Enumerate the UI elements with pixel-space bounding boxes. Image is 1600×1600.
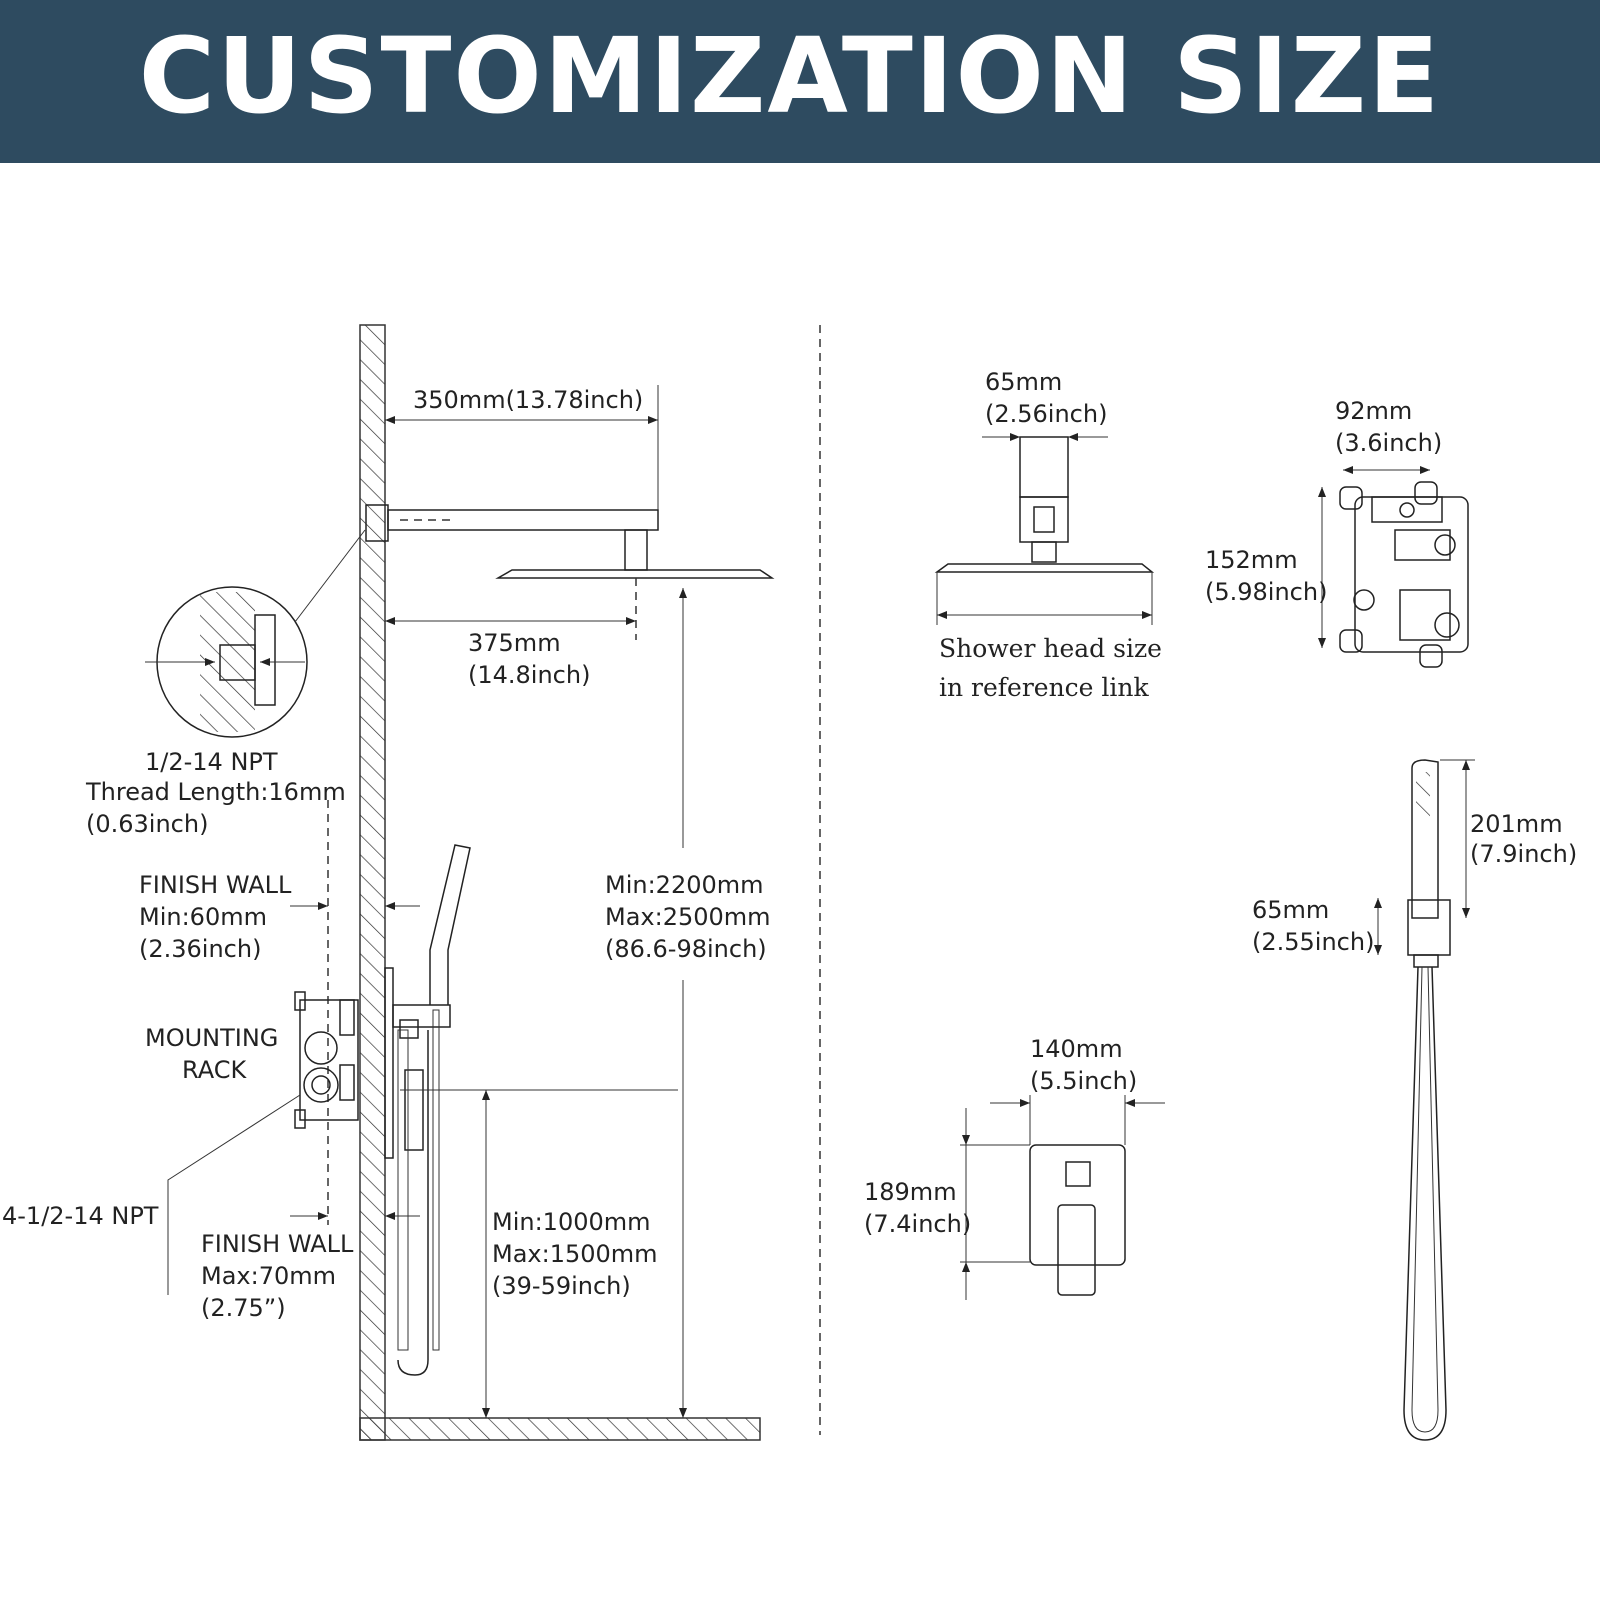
head-neck-mm: 65mm	[985, 368, 1062, 396]
head-neck-inch: (2.56inch)	[985, 400, 1107, 428]
bracket-height-inch: (2.55inch)	[1252, 928, 1374, 956]
shower-arm	[365, 385, 659, 542]
shower-head-detail	[934, 433, 1155, 625]
finish-wall-max-inch: (2.75”)	[201, 1294, 286, 1322]
trim-plate-detail	[960, 1095, 1165, 1300]
trim-width-inch: (5.5inch)	[1030, 1067, 1137, 1095]
valve-width-inch: (3.6inch)	[1335, 429, 1442, 457]
rain-shower-head	[495, 529, 775, 640]
finish-wall-max-mm: Max:70mm	[201, 1262, 336, 1290]
inlet-spec: 4-1/2-14 NPT	[2, 1202, 159, 1230]
trim-width-mm: 140mm	[1030, 1035, 1123, 1063]
floor	[359, 1417, 761, 1441]
trim-height-inch: (7.4inch)	[864, 1210, 971, 1238]
handheld-shower-detail	[1403, 759, 1451, 1441]
valve-height-inch: (39-59inch)	[492, 1272, 631, 1300]
head-height-max: Max:2500mm	[605, 903, 771, 931]
header-banner	[0, 0, 1600, 163]
mounting-rack-label-2: RACK	[182, 1056, 247, 1084]
valve-height-mm: 152mm	[1205, 546, 1298, 574]
bracket-height-mm: 65mm	[1252, 896, 1329, 924]
page-title: CUSTOMIZATION SIZE	[139, 15, 1441, 137]
thread-length-inch: (0.63inch)	[86, 810, 208, 838]
valve-height-min: Min:1000mm	[492, 1208, 651, 1236]
wall-trim-and-handshower	[384, 844, 471, 1376]
valve-height-max: Max:1500mm	[492, 1240, 658, 1268]
head-height-min: Min:2200mm	[605, 871, 764, 899]
thread-spec: 1/2-14 NPT	[145, 748, 278, 776]
mounting-rack-label-1: MOUNTING	[145, 1024, 278, 1052]
inlet-leader	[167, 1094, 301, 1295]
mounting-rack	[294, 991, 359, 1129]
arm-length-label: 350mm(13.78inch)	[413, 386, 643, 414]
handheld-length-inch: (7.9inch)	[1470, 840, 1577, 868]
finish-wall-min-mm: Min:60mm	[139, 903, 267, 931]
valve-body-detail	[1339, 481, 1469, 668]
finish-wall-max-title: FINISH WALL	[201, 1230, 354, 1258]
valve-height-inch-label: (5.98inch)	[1205, 578, 1327, 606]
wall	[359, 324, 386, 1441]
valve-width-mm: 92mm	[1335, 397, 1412, 425]
head-offset-mm: 375mm	[468, 629, 561, 657]
handheld-length-mm: 201mm	[1470, 810, 1563, 838]
head-note-line1: Shower head size	[939, 634, 1162, 663]
finish-wall-min-inch: (2.36inch)	[139, 935, 261, 963]
finish-wall-min-title: FINISH WALL	[139, 871, 292, 899]
head-note-line2: in reference link	[939, 673, 1150, 702]
thread-detail-callout	[145, 529, 366, 738]
trim-height-mm: 189mm	[864, 1178, 957, 1206]
thread-length: Thread Length:16mm	[85, 778, 346, 806]
head-offset-inch: (14.8inch)	[468, 661, 590, 689]
head-height-inch: (86.6-98inch)	[605, 935, 767, 963]
